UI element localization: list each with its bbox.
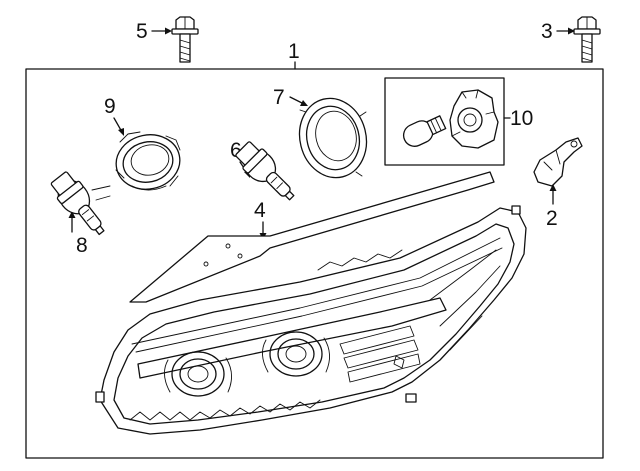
- bolt-part-3: 3: [541, 16, 601, 63]
- bolt-part-5: 5: [136, 16, 199, 63]
- callout-6: 6: [230, 139, 242, 162]
- callout-3: 3: [541, 20, 553, 43]
- callout-7: 7: [273, 86, 285, 109]
- callout-9: 9: [104, 95, 116, 118]
- retainer-ring-part-9: 9: [104, 95, 181, 191]
- bracket-part-2: 2: [533, 137, 583, 230]
- callout-4: 4: [254, 199, 266, 222]
- assembly-frame: [25, 68, 604, 459]
- dust-cover-part-7: 7: [273, 86, 368, 179]
- bulb-part-8: 8: [50, 171, 111, 257]
- callout-1: 1: [288, 40, 300, 63]
- callout-10: 10: [510, 107, 533, 130]
- callout-2: 2: [546, 207, 558, 230]
- bulb-part-6: 6: [230, 139, 295, 201]
- headlamp-housing: [95, 205, 527, 435]
- trim-seal-part-4: 4: [129, 171, 495, 303]
- bulb-socket-kit-part-10: 10: [384, 77, 533, 166]
- callout-5: 5: [136, 20, 148, 43]
- callout-8: 8: [76, 234, 88, 257]
